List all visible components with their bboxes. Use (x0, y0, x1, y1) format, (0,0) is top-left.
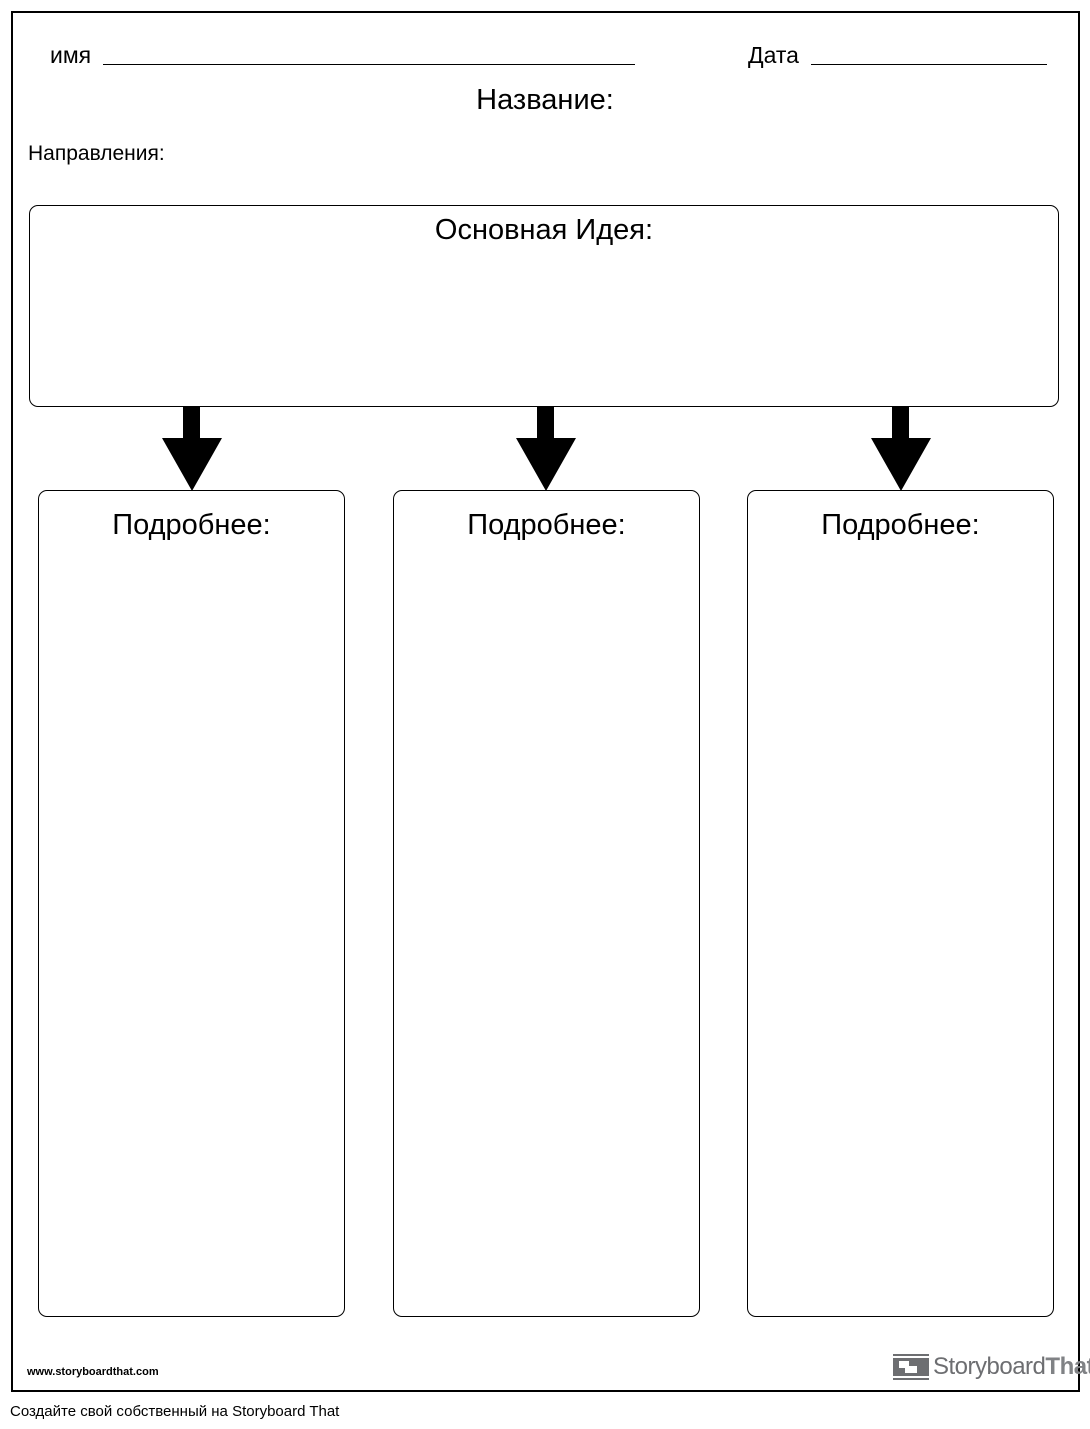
name-field-line[interactable] (103, 64, 635, 65)
name-label: имя (50, 42, 92, 68)
detail-box-2[interactable]: Подробнее: (393, 490, 700, 1317)
detail-box-1[interactable]: Подробнее: (38, 490, 345, 1317)
date-field-line[interactable] (811, 64, 1047, 65)
title-label: Название: (476, 84, 614, 116)
date-label: Дата (748, 42, 799, 68)
logo-text-storyboard: Storyboard (933, 1353, 1046, 1380)
arrow-down-icon (162, 407, 222, 491)
directions-label: Направления: (28, 142, 165, 165)
footer-url: www.storyboardthat.com (27, 1366, 159, 1378)
arrow-down-icon (871, 407, 931, 491)
footer-caption-link[interactable]: Создайте свой собственный на Storyboard … (10, 1403, 340, 1420)
main-idea-label: Основная Идея: (434, 214, 654, 246)
main-idea-box[interactable]: Основная Идея: (29, 205, 1059, 407)
logo-text-that: That (1045, 1353, 1090, 1380)
detail-label: Подробнее: (821, 509, 980, 541)
storyboard-logo-icon (893, 1354, 929, 1380)
worksheet (11, 11, 1080, 1392)
detail-box-3[interactable]: Подробнее: (747, 490, 1054, 1317)
arrow-down-icon (516, 407, 576, 491)
detail-label: Подробнее: (467, 509, 626, 541)
detail-label: Подробнее: (112, 509, 271, 541)
